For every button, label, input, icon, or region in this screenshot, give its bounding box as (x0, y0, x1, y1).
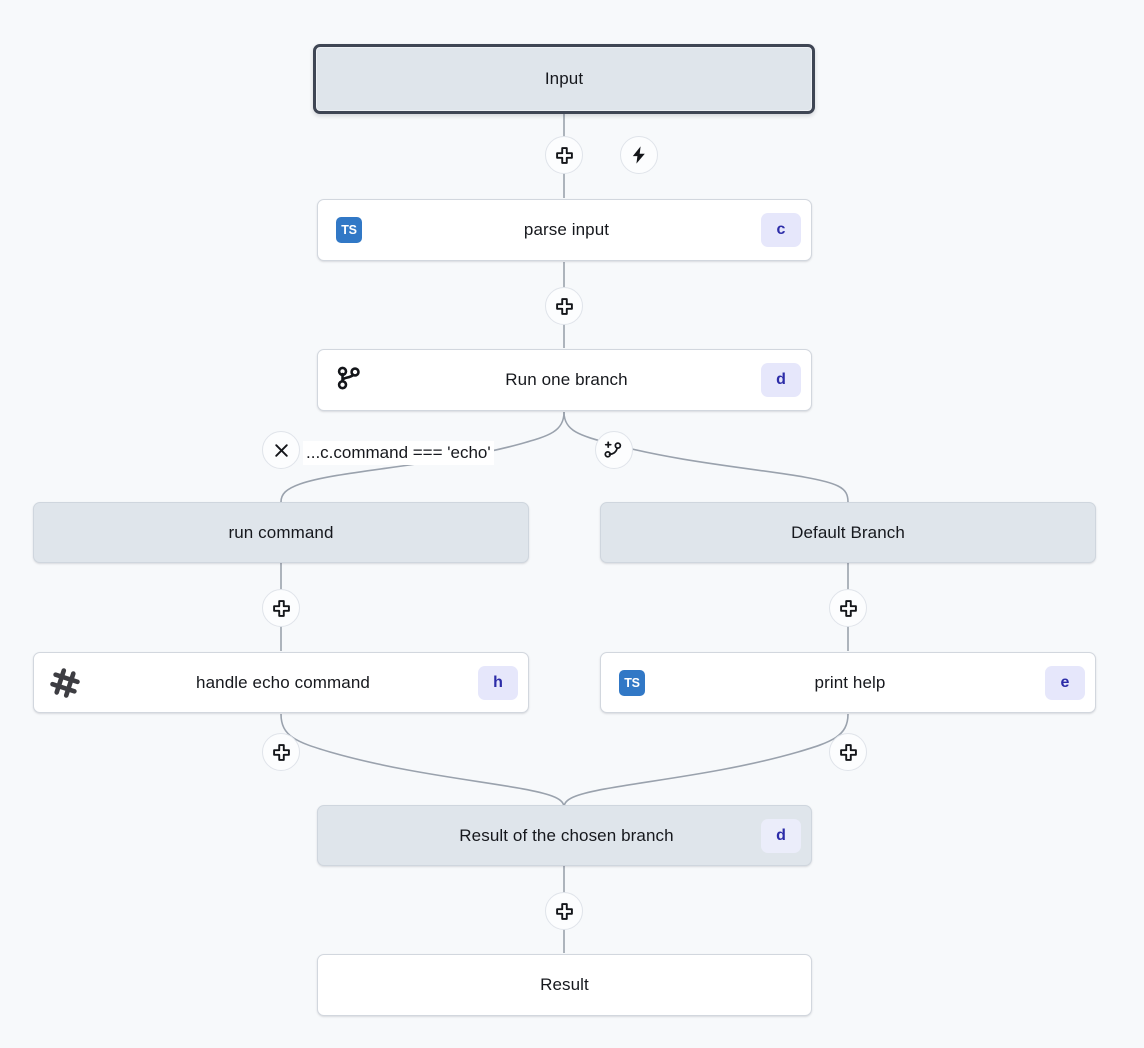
node-branch-result-badge[interactable]: d (761, 818, 801, 853)
add-step-button-5[interactable] (262, 733, 300, 771)
close-icon (274, 443, 288, 457)
node-run-one-branch[interactable]: Run one branch d (317, 349, 812, 411)
node-parse-input-label: parse input (523, 220, 610, 239)
trigger-button[interactable] (620, 136, 658, 174)
node-run-command[interactable]: run command (33, 502, 529, 563)
hash-icon (50, 667, 80, 698)
plus-icon (555, 146, 573, 164)
add-branch-button[interactable] (595, 431, 633, 469)
hash-icon-wrap (42, 667, 88, 699)
branch-condition-label[interactable]: ...c.command === 'echo' (303, 441, 494, 465)
plus-icon (272, 599, 290, 617)
node-run-one-branch-badge[interactable]: d (761, 363, 801, 397)
add-step-button-7[interactable] (545, 892, 583, 930)
typescript-icon-wrap-2: TS (609, 669, 655, 696)
remove-branch-button[interactable] (262, 431, 300, 469)
add-step-button-2[interactable] (545, 287, 583, 325)
add-step-button-6[interactable] (829, 733, 867, 771)
lightning-icon (632, 146, 645, 164)
node-result[interactable]: Result (317, 954, 812, 1016)
node-parse-input-badge[interactable]: c (761, 213, 801, 247)
node-print-help-badge[interactable]: e (1045, 665, 1085, 700)
node-print-help[interactable]: TS print help e (600, 652, 1096, 713)
typescript-icon-wrap: TS (326, 217, 372, 243)
node-run-command-label: run command (228, 522, 334, 542)
node-parse-input[interactable]: TS parse input c (317, 199, 812, 261)
plus-icon (555, 902, 573, 920)
node-branch-result[interactable]: Result of the chosen branch d (317, 805, 812, 866)
node-default-branch-label: Default Branch (791, 522, 905, 542)
git-branch-icon-wrap (326, 366, 372, 394)
node-result-label: Result (540, 975, 589, 994)
git-branch-icon (337, 366, 360, 390)
node-input-label: Input (544, 69, 584, 88)
add-step-button-4[interactable] (829, 589, 867, 627)
edge-handle-to-result (280, 713, 565, 807)
node-branch-result-label: Result of the chosen branch (459, 825, 674, 845)
node-handle-echo-command-label: handle echo command (196, 672, 370, 692)
node-input[interactable]: Input (313, 44, 815, 114)
node-print-help-label: print help (814, 672, 886, 692)
node-handle-echo-command[interactable]: handle echo command h (33, 652, 529, 713)
plus-icon (839, 743, 857, 761)
plus-icon (272, 743, 290, 761)
plus-icon (555, 297, 573, 315)
git-branch-plus-icon (604, 441, 622, 458)
node-default-branch[interactable]: Default Branch (600, 502, 1096, 563)
node-handle-echo-command-badge[interactable]: h (478, 665, 518, 700)
typescript-icon: TS (336, 217, 362, 243)
plus-icon (839, 599, 857, 617)
add-step-button-3[interactable] (262, 589, 300, 627)
add-step-button-1[interactable] (545, 136, 583, 174)
edge-print-to-result (563, 713, 849, 807)
node-run-one-branch-label: Run one branch (505, 370, 628, 389)
typescript-icon: TS (619, 669, 645, 696)
